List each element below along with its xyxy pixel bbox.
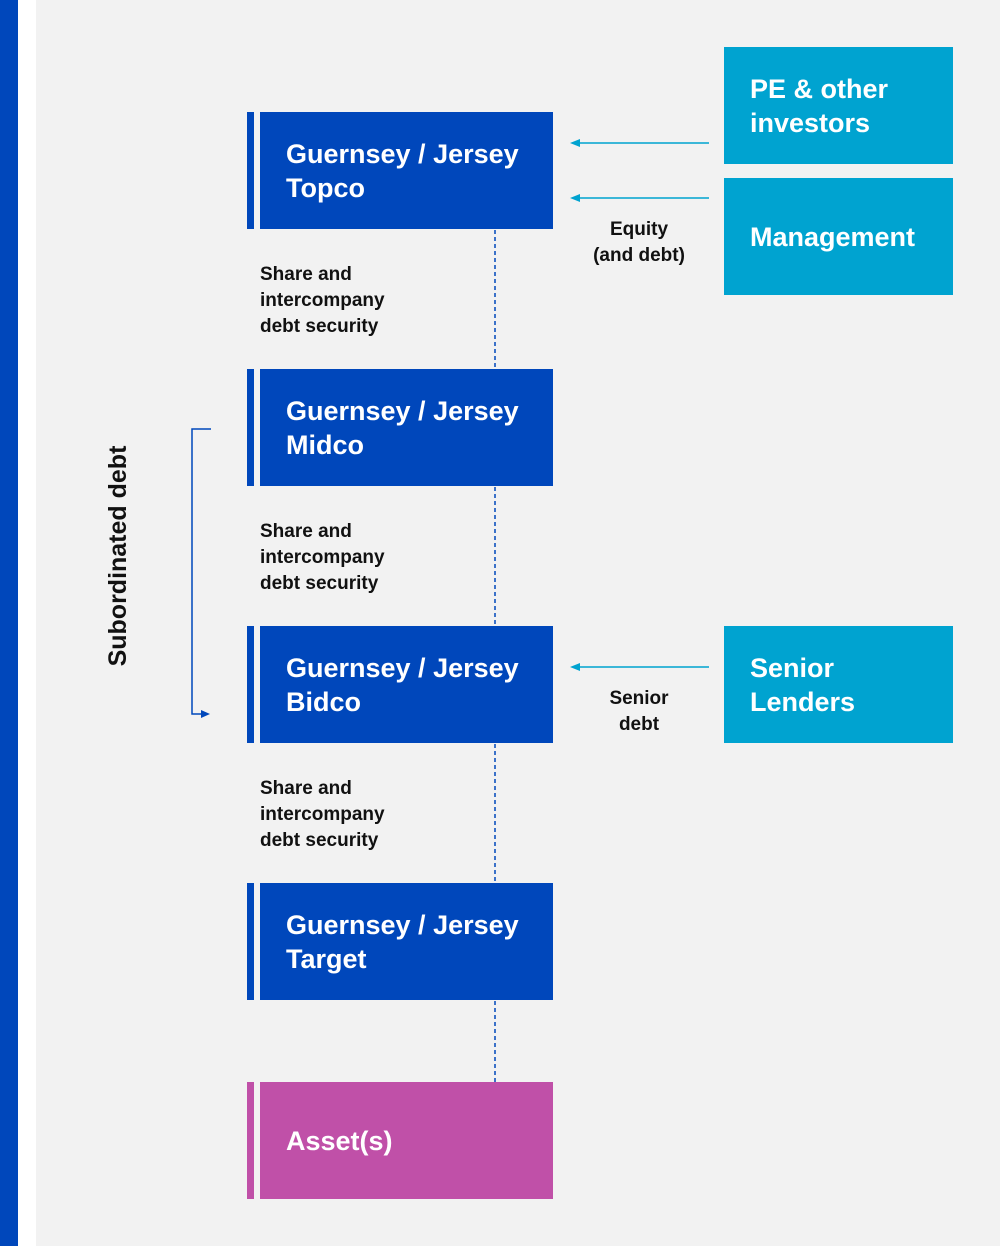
bidco-accent-bar: [247, 626, 254, 743]
link-label-topco-midco: Share and intercompany debt security: [260, 264, 385, 337]
asset-accent-bar: [247, 1082, 254, 1199]
senior-lenders-box: Senior Lenders: [724, 626, 953, 743]
senior-lenders-line2: Lenders: [750, 686, 856, 717]
midco-label-line2: Midco: [286, 429, 364, 460]
pe-investors-line2: investors: [750, 107, 871, 138]
pe-investors-box: PE & other investors: [724, 47, 953, 164]
topco-label-line2: Topco: [286, 172, 365, 203]
bidco-box: Guernsey / Jersey Bidco: [247, 626, 553, 743]
asset-label: Asset(s): [286, 1125, 393, 1156]
topco-box: Guernsey / Jersey Topco: [247, 112, 553, 229]
link-label-bidco-target: Share and intercompany debt security: [260, 778, 385, 851]
subordinated-debt-bracket: [191, 428, 211, 718]
left-accent-stripe: [0, 0, 18, 1246]
management-label: Management: [750, 221, 916, 252]
midco-label-line1: Guernsey / Jersey: [286, 395, 519, 426]
bidco-label-line1: Guernsey / Jersey: [286, 652, 519, 683]
target-label-line2: Target: [286, 943, 367, 974]
senior-lenders-line1: Senior: [750, 652, 835, 683]
equity-flow-label: Equity (and debt): [593, 219, 685, 266]
midco-accent-bar: [247, 369, 254, 486]
topco-accent-bar: [247, 112, 254, 229]
asset-box: Asset(s): [247, 1082, 553, 1199]
arrow-lenders-to-bidco: [570, 663, 709, 671]
subordinated-debt-label: Subordinated debt: [104, 445, 132, 667]
pe-investors-line1: PE & other: [750, 73, 889, 104]
management-box: Management: [724, 178, 953, 295]
senior-debt-flow-label: Senior debt: [609, 688, 669, 735]
target-accent-bar: [247, 883, 254, 1000]
midco-box: Guernsey / Jersey Midco: [247, 369, 553, 486]
target-box: Guernsey / Jersey Target: [247, 883, 553, 1000]
topco-label-line1: Guernsey / Jersey: [286, 138, 519, 169]
arrow-pe-to-topco: [570, 139, 709, 147]
link-label-midco-bidco: Share and intercompany debt security: [260, 521, 385, 594]
target-label-line1: Guernsey / Jersey: [286, 909, 519, 940]
bidco-label-line2: Bidco: [286, 686, 362, 717]
arrow-management-to-topco: [570, 194, 709, 202]
